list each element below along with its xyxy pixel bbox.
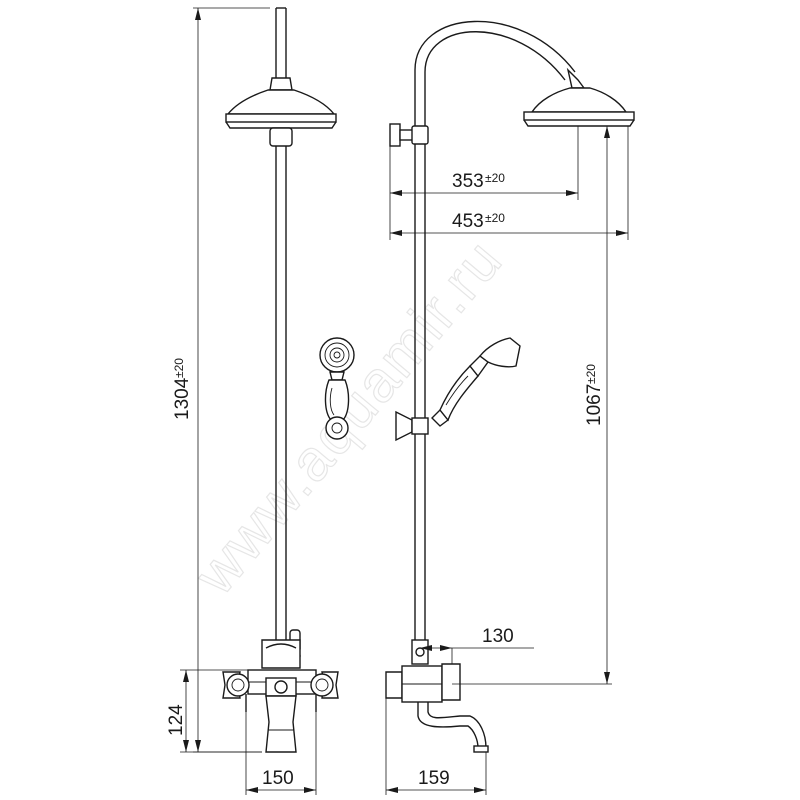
front-right-handle: [310, 671, 339, 699]
mixer-width-value: 150: [262, 768, 294, 789]
total-height-tolerance: ±20: [172, 358, 186, 378]
dimension-spout-offset: 130: [420, 626, 534, 664]
watermark: www.aquamir.ru: [182, 227, 516, 607]
front-view: [222, 7, 339, 753]
dimension-spout-reach: 159: [385, 698, 487, 795]
head-reach-inner-value: 353: [452, 171, 484, 192]
bath-spout: [417, 702, 489, 753]
hand-shower-front: [319, 337, 355, 440]
spout-offset-value: 130: [482, 626, 514, 647]
front-shower-head: [225, 89, 337, 129]
head-reach-outer-tolerance: ±20: [485, 211, 505, 225]
hand-shower-side: [431, 337, 521, 427]
head-to-mixer-height-tolerance: ±20: [584, 364, 598, 384]
side-shower-head: [523, 87, 635, 127]
mixer-height-value: 124: [166, 704, 187, 736]
dimension-head-reach-inner: 353 ±20: [389, 126, 579, 200]
dimension-head-to-mixer-height: 1067 ±20: [452, 125, 612, 685]
side-view: [385, 20, 635, 753]
dimension-head-reach-outer: 453 ±20: [389, 126, 629, 240]
dimension-mixer-height: 124: [166, 669, 262, 753]
head-reach-outer-value: 453: [452, 211, 484, 232]
head-reach-inner-tolerance: ±20: [485, 171, 505, 185]
total-height-value: 1304: [172, 377, 193, 420]
head-to-mixer-height-value: 1067: [584, 384, 605, 426]
dimension-total-height: 1304 ±20: [172, 7, 270, 753]
front-left-handle: [222, 671, 250, 699]
dimension-mixer-width: 150: [245, 712, 317, 795]
spout-reach-value: 159: [418, 768, 450, 789]
